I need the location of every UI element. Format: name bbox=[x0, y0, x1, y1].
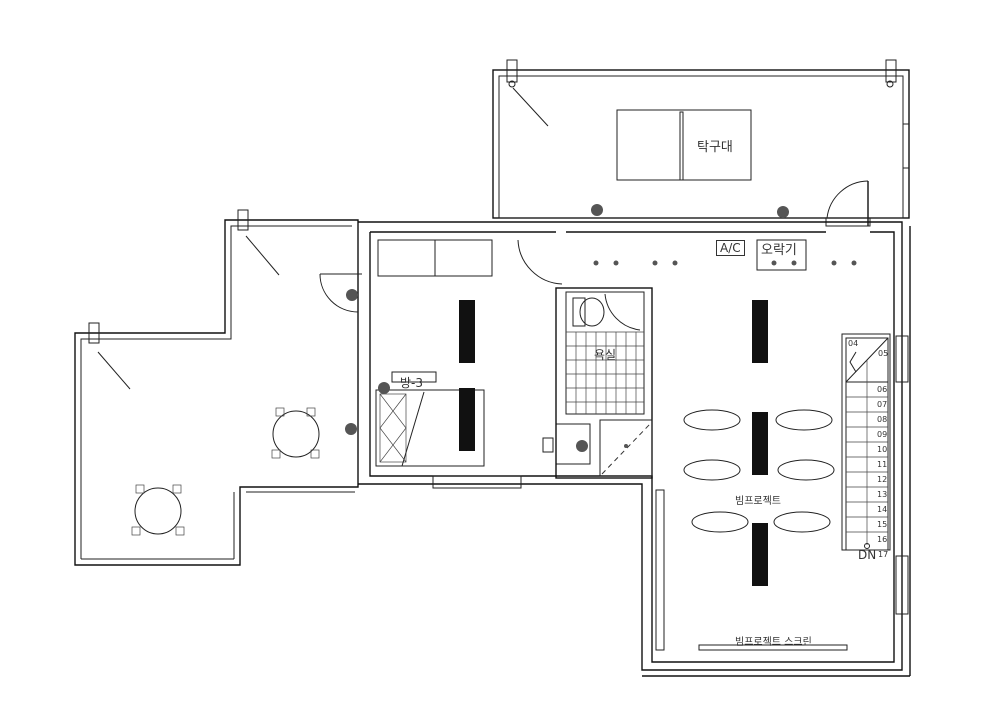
bathroom bbox=[565, 291, 645, 415]
label-arcade: 오락기 bbox=[761, 243, 797, 258]
top-terrace bbox=[492, 59, 910, 227]
ceiling-fans bbox=[683, 409, 835, 533]
light-fixture-icon bbox=[345, 423, 357, 435]
fixture bbox=[752, 412, 768, 475]
label-ac: A/C bbox=[716, 240, 745, 256]
stair-step: 13 bbox=[877, 490, 888, 499]
fixture bbox=[752, 523, 768, 586]
stair-step: 08 bbox=[877, 415, 888, 424]
door-swing bbox=[826, 180, 869, 219]
light-fixture-icon bbox=[777, 206, 789, 218]
projector-screen bbox=[698, 644, 848, 651]
stair-step: 11 bbox=[877, 460, 888, 469]
stair-step: 16 bbox=[877, 535, 888, 544]
stair-step: 14 bbox=[877, 505, 888, 514]
fixture bbox=[752, 300, 768, 363]
door-swing bbox=[319, 273, 359, 313]
round-table bbox=[134, 487, 182, 535]
light-fixture-icon bbox=[591, 204, 603, 216]
label-projector-screen: 빔프로젝트 스크린 bbox=[735, 637, 812, 648]
bed bbox=[375, 389, 485, 467]
stair-step: 17 bbox=[878, 550, 889, 559]
stair-step: 10 bbox=[877, 445, 888, 454]
stair-step: 15 bbox=[877, 520, 888, 529]
light-fixture-icon bbox=[346, 289, 358, 301]
stair-step: 09 bbox=[877, 430, 888, 439]
stair-step: 07 bbox=[877, 400, 888, 409]
label-table-tennis: 탁구대 bbox=[697, 140, 733, 155]
label-bathroom: 욕실 bbox=[594, 348, 617, 362]
toilet bbox=[572, 297, 586, 327]
stair-step: 04 bbox=[848, 339, 859, 348]
fixture bbox=[459, 388, 475, 451]
stair-step: 06 bbox=[877, 385, 888, 394]
left-terrace bbox=[74, 209, 362, 566]
stair-step: 12 bbox=[877, 475, 888, 484]
label-stair-direction: DN bbox=[858, 548, 877, 562]
round-table bbox=[272, 410, 320, 458]
label-projector: 빔프로젝트 bbox=[735, 496, 781, 507]
label-room3: 방-3 bbox=[400, 376, 424, 390]
fixture bbox=[459, 300, 475, 363]
main-building bbox=[358, 221, 911, 677]
stair-step: 05 bbox=[878, 349, 889, 358]
table-tennis-table bbox=[616, 109, 752, 181]
